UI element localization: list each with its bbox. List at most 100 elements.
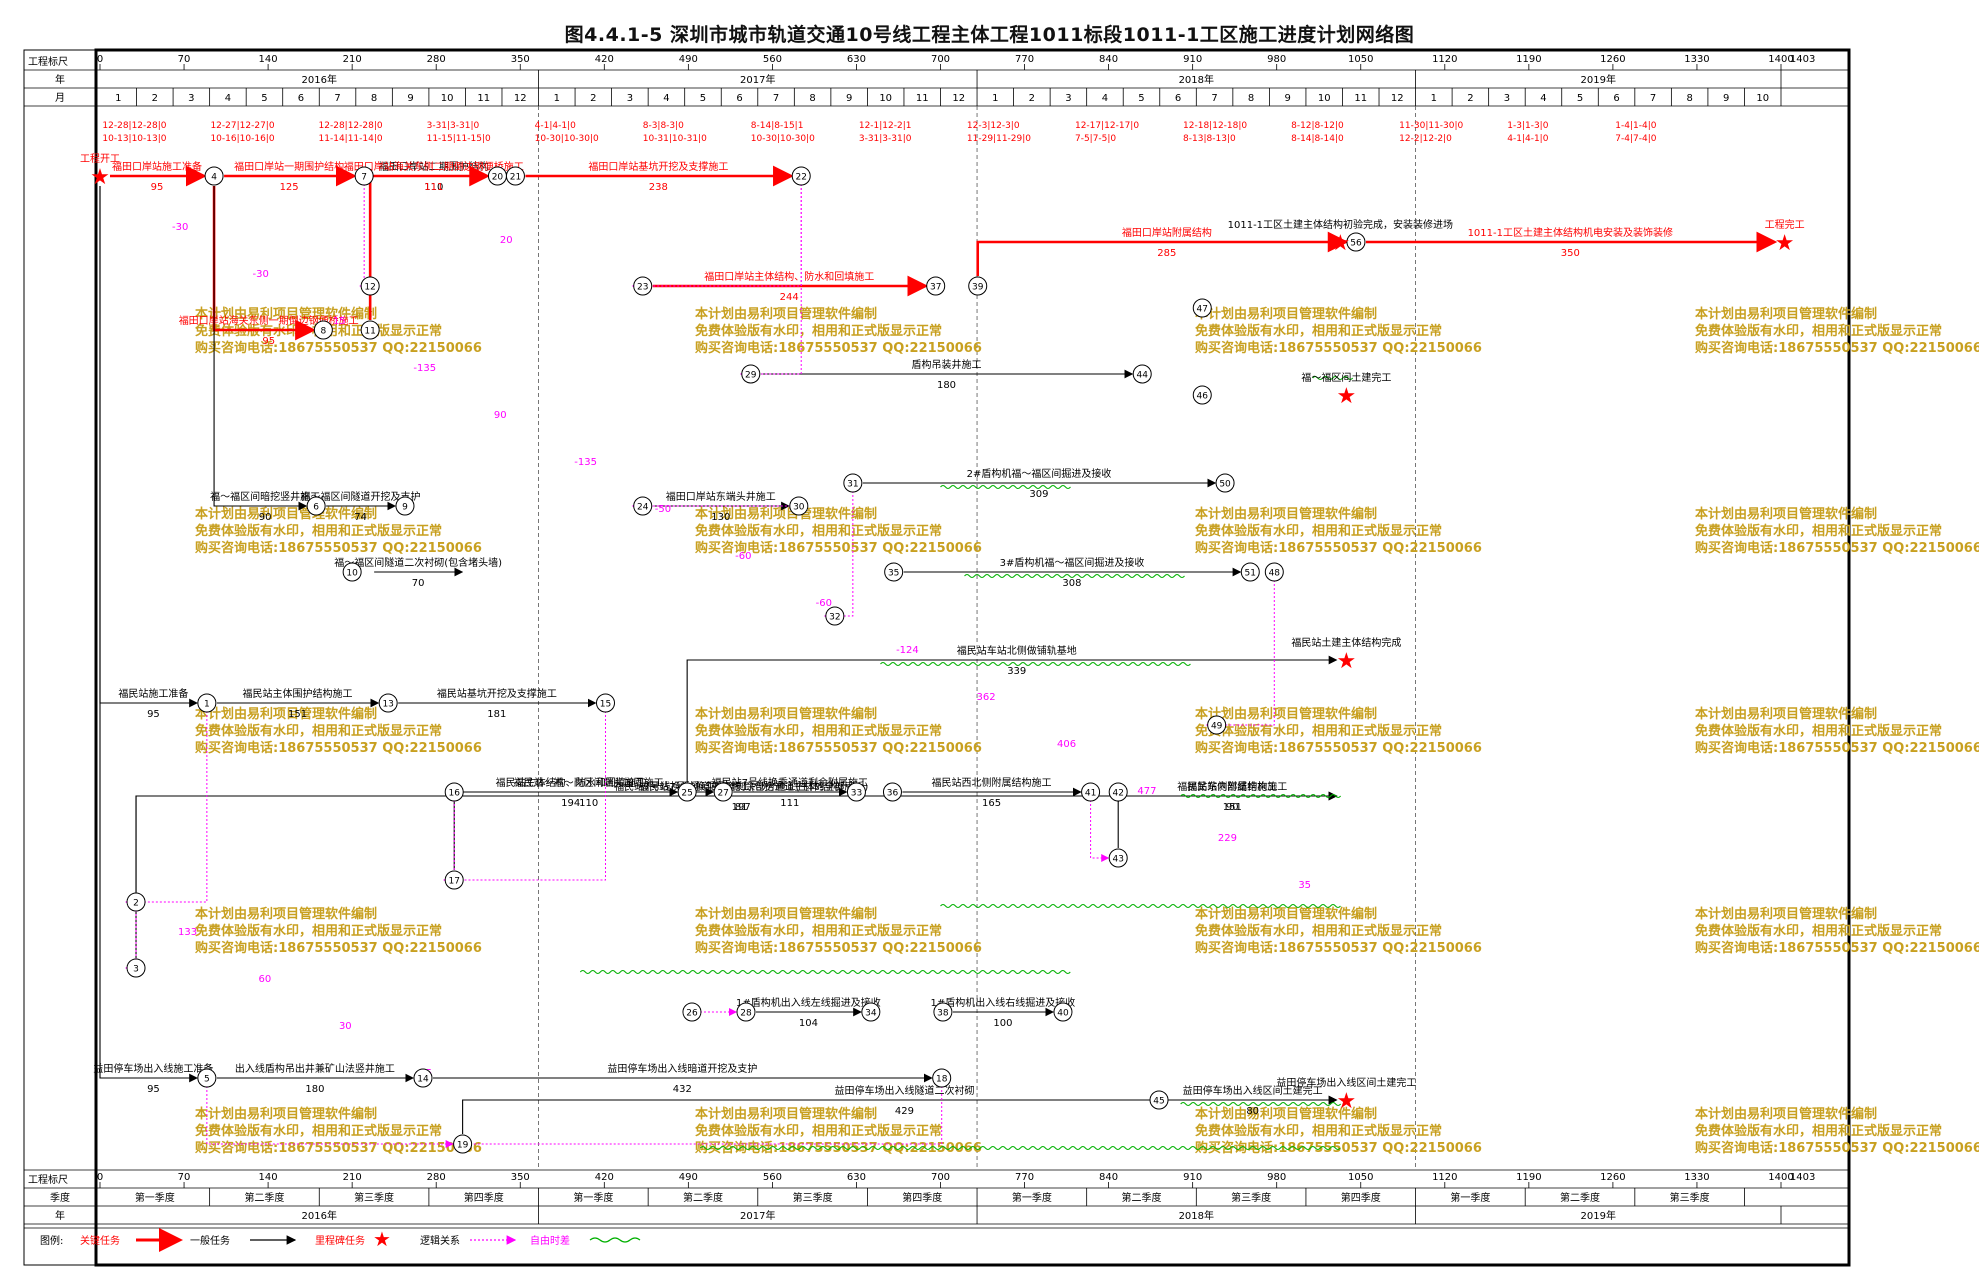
footer-year-row-label: 年 — [55, 1209, 65, 1222]
footer-scale-tick-label: 770 — [1015, 1172, 1034, 1183]
node-number: 36 — [887, 789, 899, 799]
month-label: 3 — [627, 93, 633, 104]
scale-tick-label: 840 — [1099, 54, 1118, 65]
watermark-text: 免费体验版有水印，相用和正式版显示正常 — [1695, 723, 1942, 739]
task-arrow — [99, 186, 198, 708]
month-label: 1 — [992, 93, 998, 104]
month-label: 5 — [1577, 93, 1583, 104]
watermark-text: 购买咨询电话:18675550537 QQ:22150066 — [695, 540, 982, 556]
node-number: 47 — [1197, 305, 1208, 315]
free-float-value: 362 — [977, 692, 996, 703]
date-note: 12-2|12-2|0 — [1399, 134, 1452, 144]
task-label: 福田口岸站海关东侧一期倒边钢便桥施工 — [179, 314, 359, 327]
task-label: 2#盾构机福～福区间掘进及接收 — [967, 467, 1112, 480]
watermark-text: 免费体验版有水印，相用和正式版显示正常 — [1195, 723, 1442, 739]
task-duration: 90 — [1226, 802, 1239, 813]
task-duration: 74 — [354, 512, 367, 523]
watermark-text: 本计划由易利项目管理软件编制 — [1195, 1106, 1377, 1122]
quarter-label: 第二季度 — [244, 1191, 284, 1204]
node-circle — [306, 496, 326, 516]
node-circle — [884, 562, 904, 582]
legend-item-3: 逻辑关系 — [420, 1234, 460, 1247]
scale-tick-label: 1260 — [1600, 54, 1625, 65]
task-label: 福民站东侧附属结构施工 — [1177, 780, 1287, 793]
quarter-label: 第三季度 — [793, 1191, 833, 1204]
node-circle — [354, 166, 374, 186]
scale-tick-label: 630 — [847, 54, 866, 65]
watermark-text: 免费体验版有水印，相用和正式版显示正常 — [695, 1123, 942, 1139]
date-note: 11-30|11-30|0 — [1399, 121, 1463, 131]
scale-tick-label: 1120 — [1432, 54, 1457, 65]
month-label: 6 — [298, 93, 304, 104]
footer-scale-tick-label: 910 — [1183, 1172, 1202, 1183]
node-number: 34 — [865, 1009, 877, 1019]
date-note: 4-1|4-1|0 — [535, 121, 576, 131]
node-number: 1 — [204, 700, 210, 710]
free-float-value: 60 — [258, 974, 271, 985]
node-number: 10 — [346, 569, 358, 579]
watermark-text: 本计划由易利项目管理软件编制 — [1695, 306, 1877, 322]
watermark-text: 购买咨询电话:18675550537 QQ:22150066 — [695, 1140, 982, 1156]
watermark-text: 免费体验版有水印，相用和正式版显示正常 — [695, 323, 942, 339]
scale-tick-label: 1400 — [1768, 54, 1793, 65]
task-label: 益田停车场出入线隧道二次衬砌 — [834, 1084, 974, 1097]
month-label: 12 — [1391, 93, 1404, 104]
scale-tick-label: 140 — [259, 54, 278, 65]
node-circle — [861, 1002, 881, 1022]
date-note: 12-28|12-28|0 — [319, 121, 383, 131]
node-number: 19 — [457, 1141, 469, 1151]
node-number: 18 — [936, 1075, 948, 1085]
year-label: 2019年 — [1581, 73, 1616, 86]
month-label: 3 — [1504, 93, 1510, 104]
node-number: 3 — [133, 965, 139, 975]
watermark-text: 免费体验版有水印，相用和正式版显示正常 — [1195, 923, 1442, 939]
date-note: 8-12|8-12|0 — [1291, 121, 1344, 131]
scale-tick-label: 210 — [343, 54, 362, 65]
date-note: 12-17|12-17|0 — [1075, 121, 1139, 131]
watermark-text: 本计划由易利项目管理软件编制 — [195, 1106, 377, 1122]
date-note: 12-3|12-3|0 — [967, 121, 1020, 131]
task-label: 福田口岸站二期围护结构 — [379, 160, 489, 173]
quarter-label: 第四季度 — [1341, 1191, 1381, 1204]
task-label: 福民站内部结构施工 — [1187, 780, 1277, 793]
node-number: 24 — [637, 503, 649, 513]
logic-link — [206, 1078, 454, 1148]
node-circle — [968, 276, 988, 296]
date-note: 8-14|8-14|0 — [1291, 134, 1344, 144]
scale-tick-label: 490 — [679, 54, 698, 65]
watermark-text: 免费体验版有水印，相用和正式版显示正常 — [1195, 523, 1442, 539]
node-circle — [395, 496, 415, 516]
watermark-text: 本计划由易利项目管理软件编制 — [695, 706, 877, 722]
footer-scale-tick-label: 490 — [679, 1172, 698, 1183]
node-circle — [1264, 562, 1284, 582]
footer-scale-tick-label: 840 — [1099, 1172, 1118, 1183]
task-label: 福民站施工准备 — [118, 687, 188, 700]
footer-scale-tick-label: 210 — [343, 1172, 362, 1183]
quarter-label: 第二季度 — [1121, 1191, 1161, 1204]
task-duration: 81 — [735, 802, 748, 813]
node-circle — [1240, 562, 1260, 582]
quarter-row-label: 季度 — [50, 1191, 70, 1204]
logic-link — [739, 176, 802, 378]
task-duration: 180 — [937, 380, 956, 391]
watermark-text: 免费体验版有水印，相用和正式版显示正常 — [1695, 1123, 1942, 1139]
watermark-text: 本计划由易利项目管理软件编制 — [695, 1106, 877, 1122]
node-number: 4 — [211, 173, 217, 183]
node-circle — [843, 473, 863, 493]
month-label: 7 — [334, 93, 340, 104]
milestone-star-icon: ★ — [90, 165, 110, 190]
footer-year-label: 2018年 — [1179, 1209, 1214, 1222]
watermark-text: 购买咨询电话:18675550537 QQ:22150066 — [695, 940, 982, 956]
month-label: 9 — [407, 93, 413, 104]
milestone-star-icon: ★ — [1330, 231, 1350, 256]
scale-tick-label: 1330 — [1684, 54, 1709, 65]
month-label: 11 — [1354, 93, 1367, 104]
date-note: 8-3|8-3|0 — [643, 121, 684, 131]
task-arrow — [976, 231, 1349, 276]
footer-scale-tick-label: 560 — [763, 1172, 782, 1183]
task-label: 1#盾构机出入线左线掘进及接收 — [736, 996, 881, 1009]
month-label: 10 — [1318, 93, 1331, 104]
node-circle — [933, 1002, 953, 1022]
scale-tick-label: 70 — [178, 54, 191, 65]
node-number: 22 — [795, 173, 806, 183]
